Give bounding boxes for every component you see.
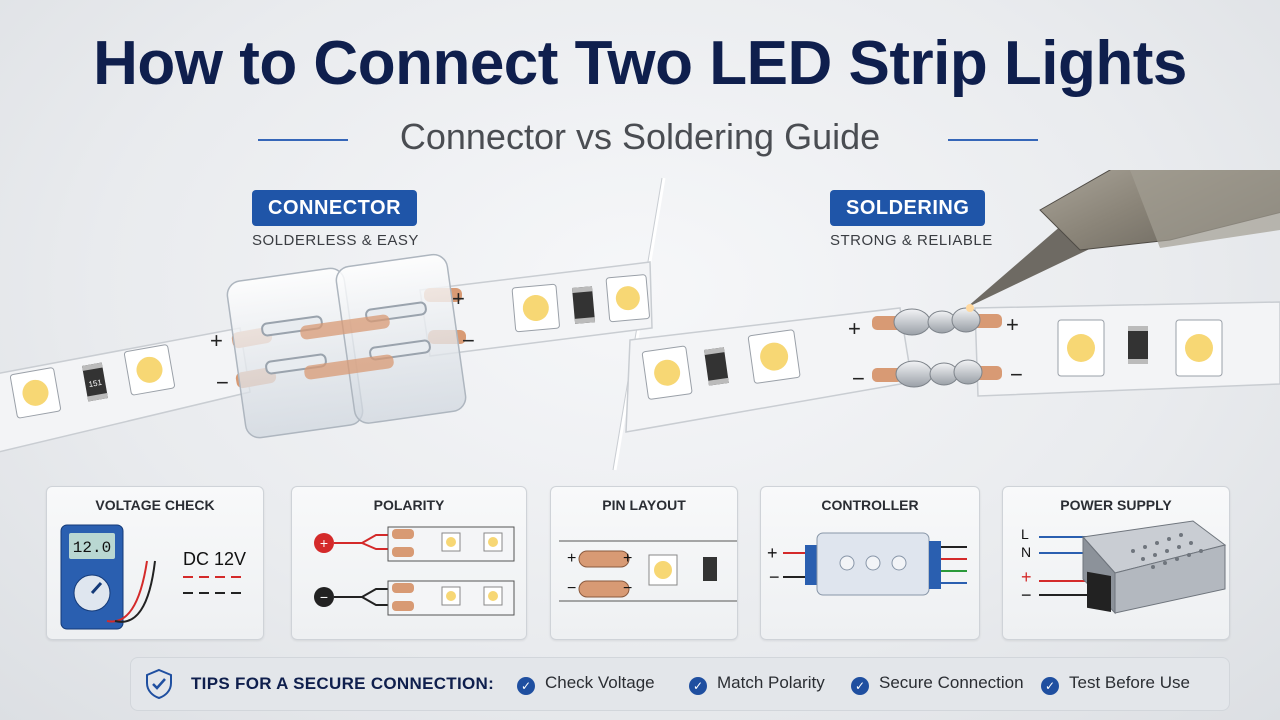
resistor: 151 — [82, 362, 108, 402]
soldering-caption: STRONG & RELIABLE — [830, 232, 993, 249]
subtitle-rule-left — [258, 139, 348, 141]
tip-test-before-use: ✓ Test Before Use — [1041, 673, 1190, 695]
panel-polarity: POLARITY + − — [291, 486, 527, 640]
controller-diagram: + − — [767, 532, 967, 596]
panel-title: PIN LAYOUT — [602, 497, 686, 513]
led-chip — [747, 329, 801, 384]
connector-caption: SOLDERLESS & EASY — [252, 232, 419, 249]
svg-text:−: − — [852, 366, 865, 391]
pin-minus-right: − — [623, 580, 632, 597]
panel-controller: CONTROLLER + − — [760, 486, 980, 640]
connector-badge: CONNECTOR — [252, 190, 418, 226]
ps-label-n: N — [1021, 544, 1031, 560]
ps-label-minus: − — [1021, 585, 1032, 605]
check-icon: ✓ — [851, 677, 869, 695]
right-strip-b: + − — [972, 301, 1280, 397]
tip-text: Test Before Use — [1069, 673, 1190, 692]
controller-plus: + — [767, 543, 778, 563]
panel-title: POWER SUPPLY — [1060, 497, 1172, 513]
polarity-plus: + — [320, 535, 328, 551]
check-icon: ✓ — [689, 677, 707, 695]
panel-title: POLARITY — [373, 497, 445, 513]
pin-layout-diagram: + + − − — [559, 540, 737, 602]
led-chip — [1175, 319, 1223, 377]
led-chip — [605, 274, 650, 323]
ps-label-l: L — [1021, 526, 1029, 542]
tips-bar: TIPS FOR A SECURE CONNECTION: ✓ Check Vol… — [130, 657, 1230, 711]
soldering-badge: SOLDERING — [830, 190, 986, 226]
panel-power-supply: POWER SUPPLY L N + − — [1002, 486, 1230, 640]
pin-plus-right: + — [623, 550, 632, 567]
page-subtitle: Connector vs Soldering Guide — [399, 116, 881, 157]
voltage-label: DC 12V — [183, 549, 246, 569]
clear-connector — [226, 253, 467, 439]
panel-voltage-check: VOLTAGE CHECK 12.0 DC 12V — [46, 486, 264, 640]
pin-plus-left: + — [567, 550, 576, 567]
controller-minus: − — [769, 567, 780, 587]
polarity-diagram: + − — [314, 526, 515, 616]
panel-title: CONTROLLER — [821, 497, 919, 513]
check-icon: ✓ — [1041, 677, 1059, 695]
led-chip — [123, 344, 175, 396]
polarity-minus: − — [320, 589, 328, 605]
page-title: How to Connect Two LED Strip Lights — [93, 29, 1187, 98]
multimeter-illustration: 12.0 DC 12V — [60, 524, 246, 630]
svg-text:+: + — [848, 316, 861, 341]
left-minus-label: − — [216, 370, 229, 395]
subtitle-rule-right — [948, 139, 1038, 141]
power-supply-diagram: L N + − — [1021, 520, 1227, 615]
meter-reading: 12.0 — [73, 539, 111, 557]
right-plus-label: + — [452, 286, 465, 311]
panel-pin-layout: PIN LAYOUT + + − − — [550, 486, 738, 640]
panel-title: VOLTAGE CHECK — [95, 497, 215, 513]
led-chip — [641, 345, 693, 400]
tip-check-voltage: ✓ Check Voltage — [517, 673, 655, 695]
tips-label: TIPS FOR A SECURE CONNECTION: — [191, 674, 495, 693]
tip-text: Check Voltage — [545, 673, 655, 692]
right-strip-a: + − — [625, 307, 913, 433]
tip-text: Match Polarity — [717, 673, 825, 692]
svg-text:+: + — [1006, 312, 1019, 337]
pin-minus-left: − — [567, 580, 576, 597]
resistor — [704, 347, 729, 386]
svg-text:−: − — [1010, 362, 1023, 387]
shield-check-icon — [146, 668, 172, 700]
resistor — [572, 286, 596, 324]
left-strip-b: + − — [419, 261, 653, 357]
led-chip — [511, 283, 560, 333]
solder-joints — [893, 307, 983, 388]
ps-label-plus: + — [1021, 567, 1032, 587]
led-chip — [1057, 319, 1105, 377]
soldering-iron — [966, 170, 1280, 312]
check-icon: ✓ — [517, 677, 535, 695]
resistor-label: 151 — [88, 378, 103, 389]
strip-illustration: 151 + − + − + — [0, 170, 1280, 471]
led-chip — [9, 367, 61, 419]
tip-text: Secure Connection — [879, 673, 1024, 692]
right-minus-label: − — [462, 328, 475, 353]
resistor — [1128, 326, 1148, 364]
left-plus-label: + — [210, 328, 223, 353]
tip-secure-connection: ✓ Secure Connection — [851, 673, 1024, 695]
tip-match-polarity: ✓ Match Polarity — [689, 673, 825, 695]
